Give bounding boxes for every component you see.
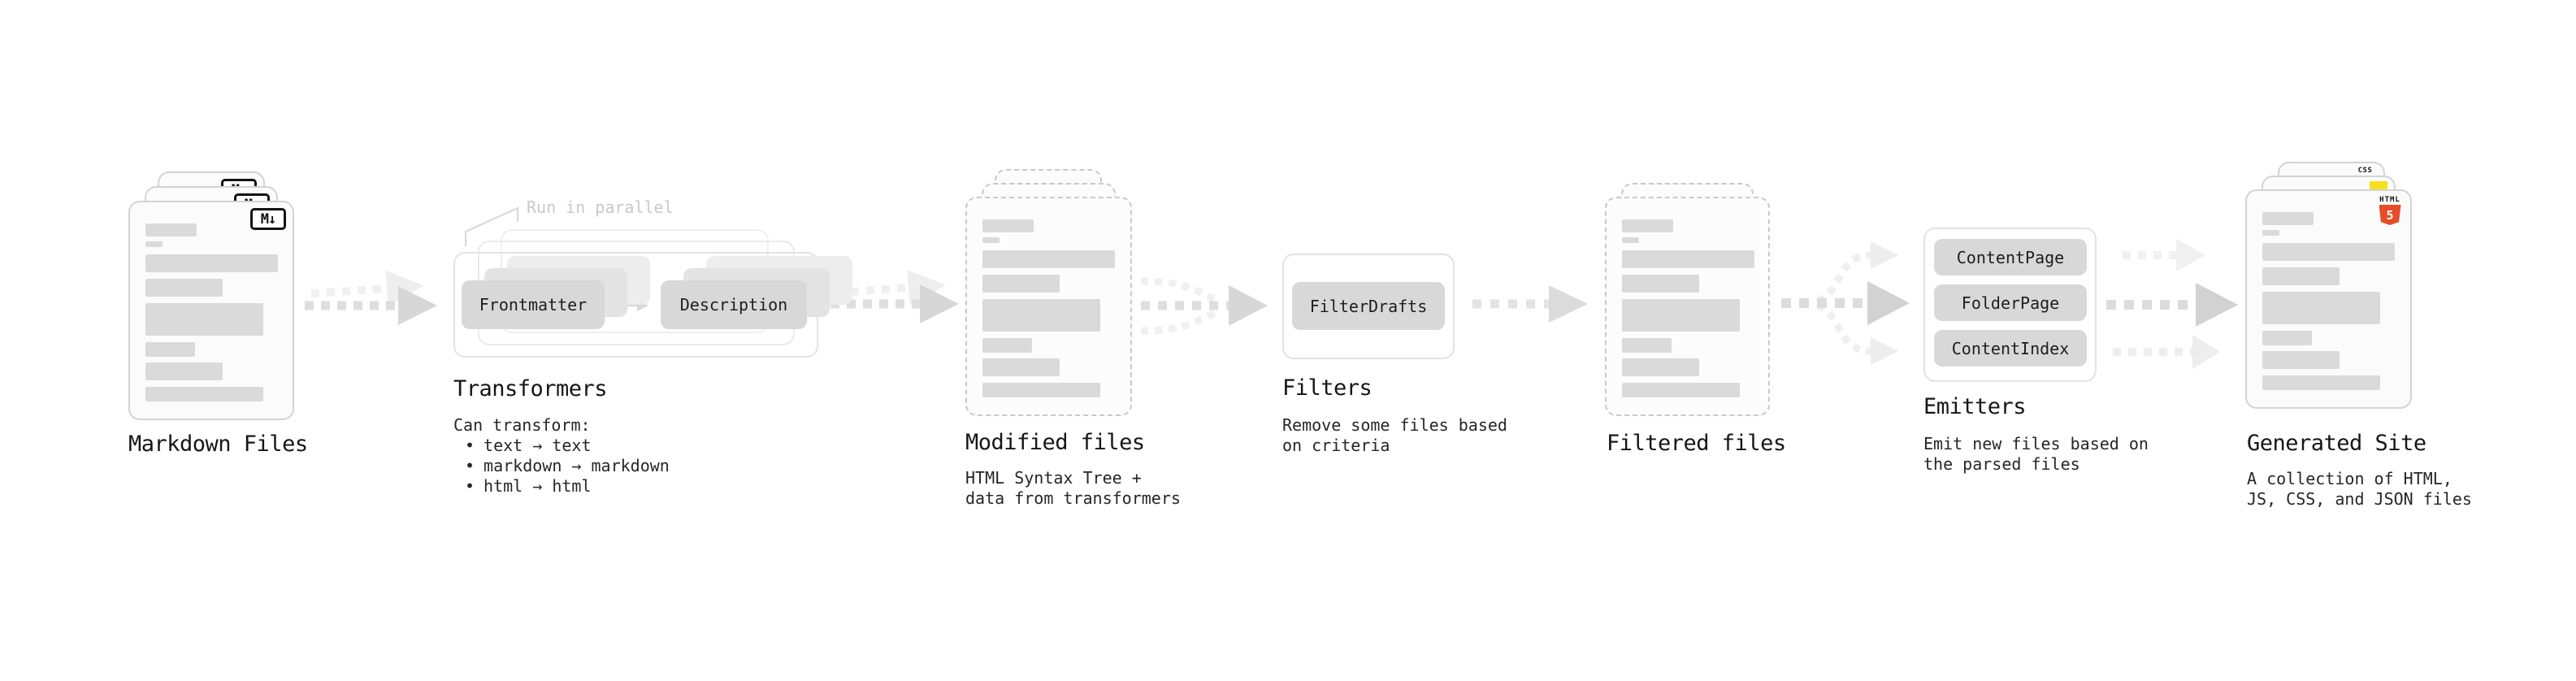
placeholder-line [982, 299, 1100, 332]
markdown-files-caption: Markdown Files [128, 432, 308, 457]
bullet-icon: • [465, 476, 475, 496]
placeholder-line [2262, 351, 2340, 369]
placeholder-line [1622, 219, 1673, 232]
bullet-text: markdown → markdown [484, 456, 670, 475]
modified-files-caption: Modified files [965, 430, 1145, 455]
modified-files-description: HTML Syntax Tree + data from transformer… [965, 468, 1181, 509]
desc-line: the parsed files [1923, 454, 2080, 474]
filtered-files-caption: Filtered files [1607, 431, 1786, 456]
placeholder-line [982, 237, 1000, 243]
placeholder-line [2262, 331, 2312, 345]
placeholder-line [982, 275, 1060, 293]
markdown-icon: M↓ [250, 208, 286, 230]
folderpage-box: FolderPage [1934, 284, 2087, 321]
filtered-file-card-front [1605, 197, 1770, 416]
placeholder-line [1622, 237, 1639, 243]
transform-bullet: • text → text [453, 436, 670, 456]
html5-shield: 5 [2379, 205, 2401, 225]
transformers-desc-heading: Can transform: [453, 415, 591, 435]
placeholder-line [2262, 243, 2395, 261]
placeholder-line [982, 338, 1032, 353]
javascript-icon [2370, 181, 2387, 192]
html5-icon: HTML 5 [2378, 196, 2402, 225]
contentindex-box: ContentIndex [1934, 330, 2087, 367]
arrow-emitters-to-generated [2106, 239, 2238, 369]
generated-site-description: A collection of HTML, JS, CSS, and JSON … [2247, 469, 2472, 510]
desc-line: HTML Syntax Tree + [965, 468, 1142, 488]
placeholder-line [982, 383, 1100, 397]
transformers-caption: Transformers [453, 376, 608, 401]
filterdrafts-box: FilterDrafts [1292, 282, 1445, 330]
emitters-description: Emit new files based on the parsed files [1923, 434, 2149, 475]
parallel-note: Run in parallel [527, 197, 674, 217]
placeholder-line [2262, 230, 2279, 236]
arrow-filters-to-filtered [1472, 285, 1588, 323]
placeholder-line [145, 223, 197, 236]
generated-file-card-front: HTML 5 [2245, 189, 2412, 409]
placeholder-line [982, 250, 1115, 268]
desc-line: Remove some files based [1282, 415, 1507, 435]
placeholder-line [2262, 292, 2380, 324]
placeholder-line [2262, 267, 2340, 285]
frontmatter-box: Frontmatter [462, 280, 605, 329]
placeholder-line [1622, 338, 1672, 353]
desc-line: JS, CSS, and JSON files [2247, 489, 2472, 509]
placeholder-line [982, 219, 1034, 232]
placeholder-line [145, 342, 195, 357]
arrow-modified-to-filters [1140, 277, 1268, 335]
placeholder-line [1622, 250, 1754, 268]
css-wordmark: CSS [2357, 167, 2373, 175]
placeholder-line [1622, 383, 1740, 397]
modified-file-card-front [965, 197, 1132, 416]
contentpage-box: ContentPage [1934, 239, 2087, 275]
placeholder-line [145, 387, 263, 401]
bullet-icon: • [465, 436, 475, 455]
filters-caption: Filters [1282, 375, 1373, 401]
placeholder-line [1622, 275, 1699, 293]
placeholder-line [2262, 212, 2314, 225]
emitters-caption: Emitters [1923, 394, 2027, 419]
placeholder-line [145, 241, 163, 247]
desc-line: A collection of HTML, [2247, 469, 2452, 488]
filters-frame [1282, 254, 1455, 359]
generated-site-caption: Generated Site [2247, 431, 2426, 456]
placeholder-line [145, 279, 223, 297]
desc-line: data from transformers [965, 488, 1181, 508]
filters-description: Remove some files based on criteria [1282, 415, 1507, 456]
bullet-icon: • [465, 456, 475, 475]
placeholder-line [1622, 299, 1740, 332]
emitters-frame [1923, 228, 2097, 382]
transform-bullet: • markdown → markdown [453, 456, 670, 476]
transformers-description: Can transform: • text → text • markdown → … [453, 415, 670, 497]
html5-wordmark: HTML [2379, 196, 2400, 204]
placeholder-line [2262, 375, 2380, 390]
bullet-text: text → text [484, 436, 592, 455]
arrow-filtered-to-emitters [1781, 241, 1910, 365]
transform-bullet: • html → html [453, 476, 670, 497]
desc-line: on criteria [1282, 436, 1390, 455]
description-box: Description [661, 280, 807, 329]
desc-line: Emit new files based on [1923, 434, 2149, 453]
placeholder-line [145, 362, 223, 380]
bullet-text: html → html [484, 476, 592, 496]
placeholder-line [1622, 358, 1699, 376]
placeholder-line [982, 358, 1060, 376]
arrow-markdown-to-transformers [305, 270, 437, 325]
markdown-file-card-front: M↓ [128, 201, 294, 420]
placeholder-line [145, 303, 263, 336]
placeholder-line [145, 254, 278, 272]
